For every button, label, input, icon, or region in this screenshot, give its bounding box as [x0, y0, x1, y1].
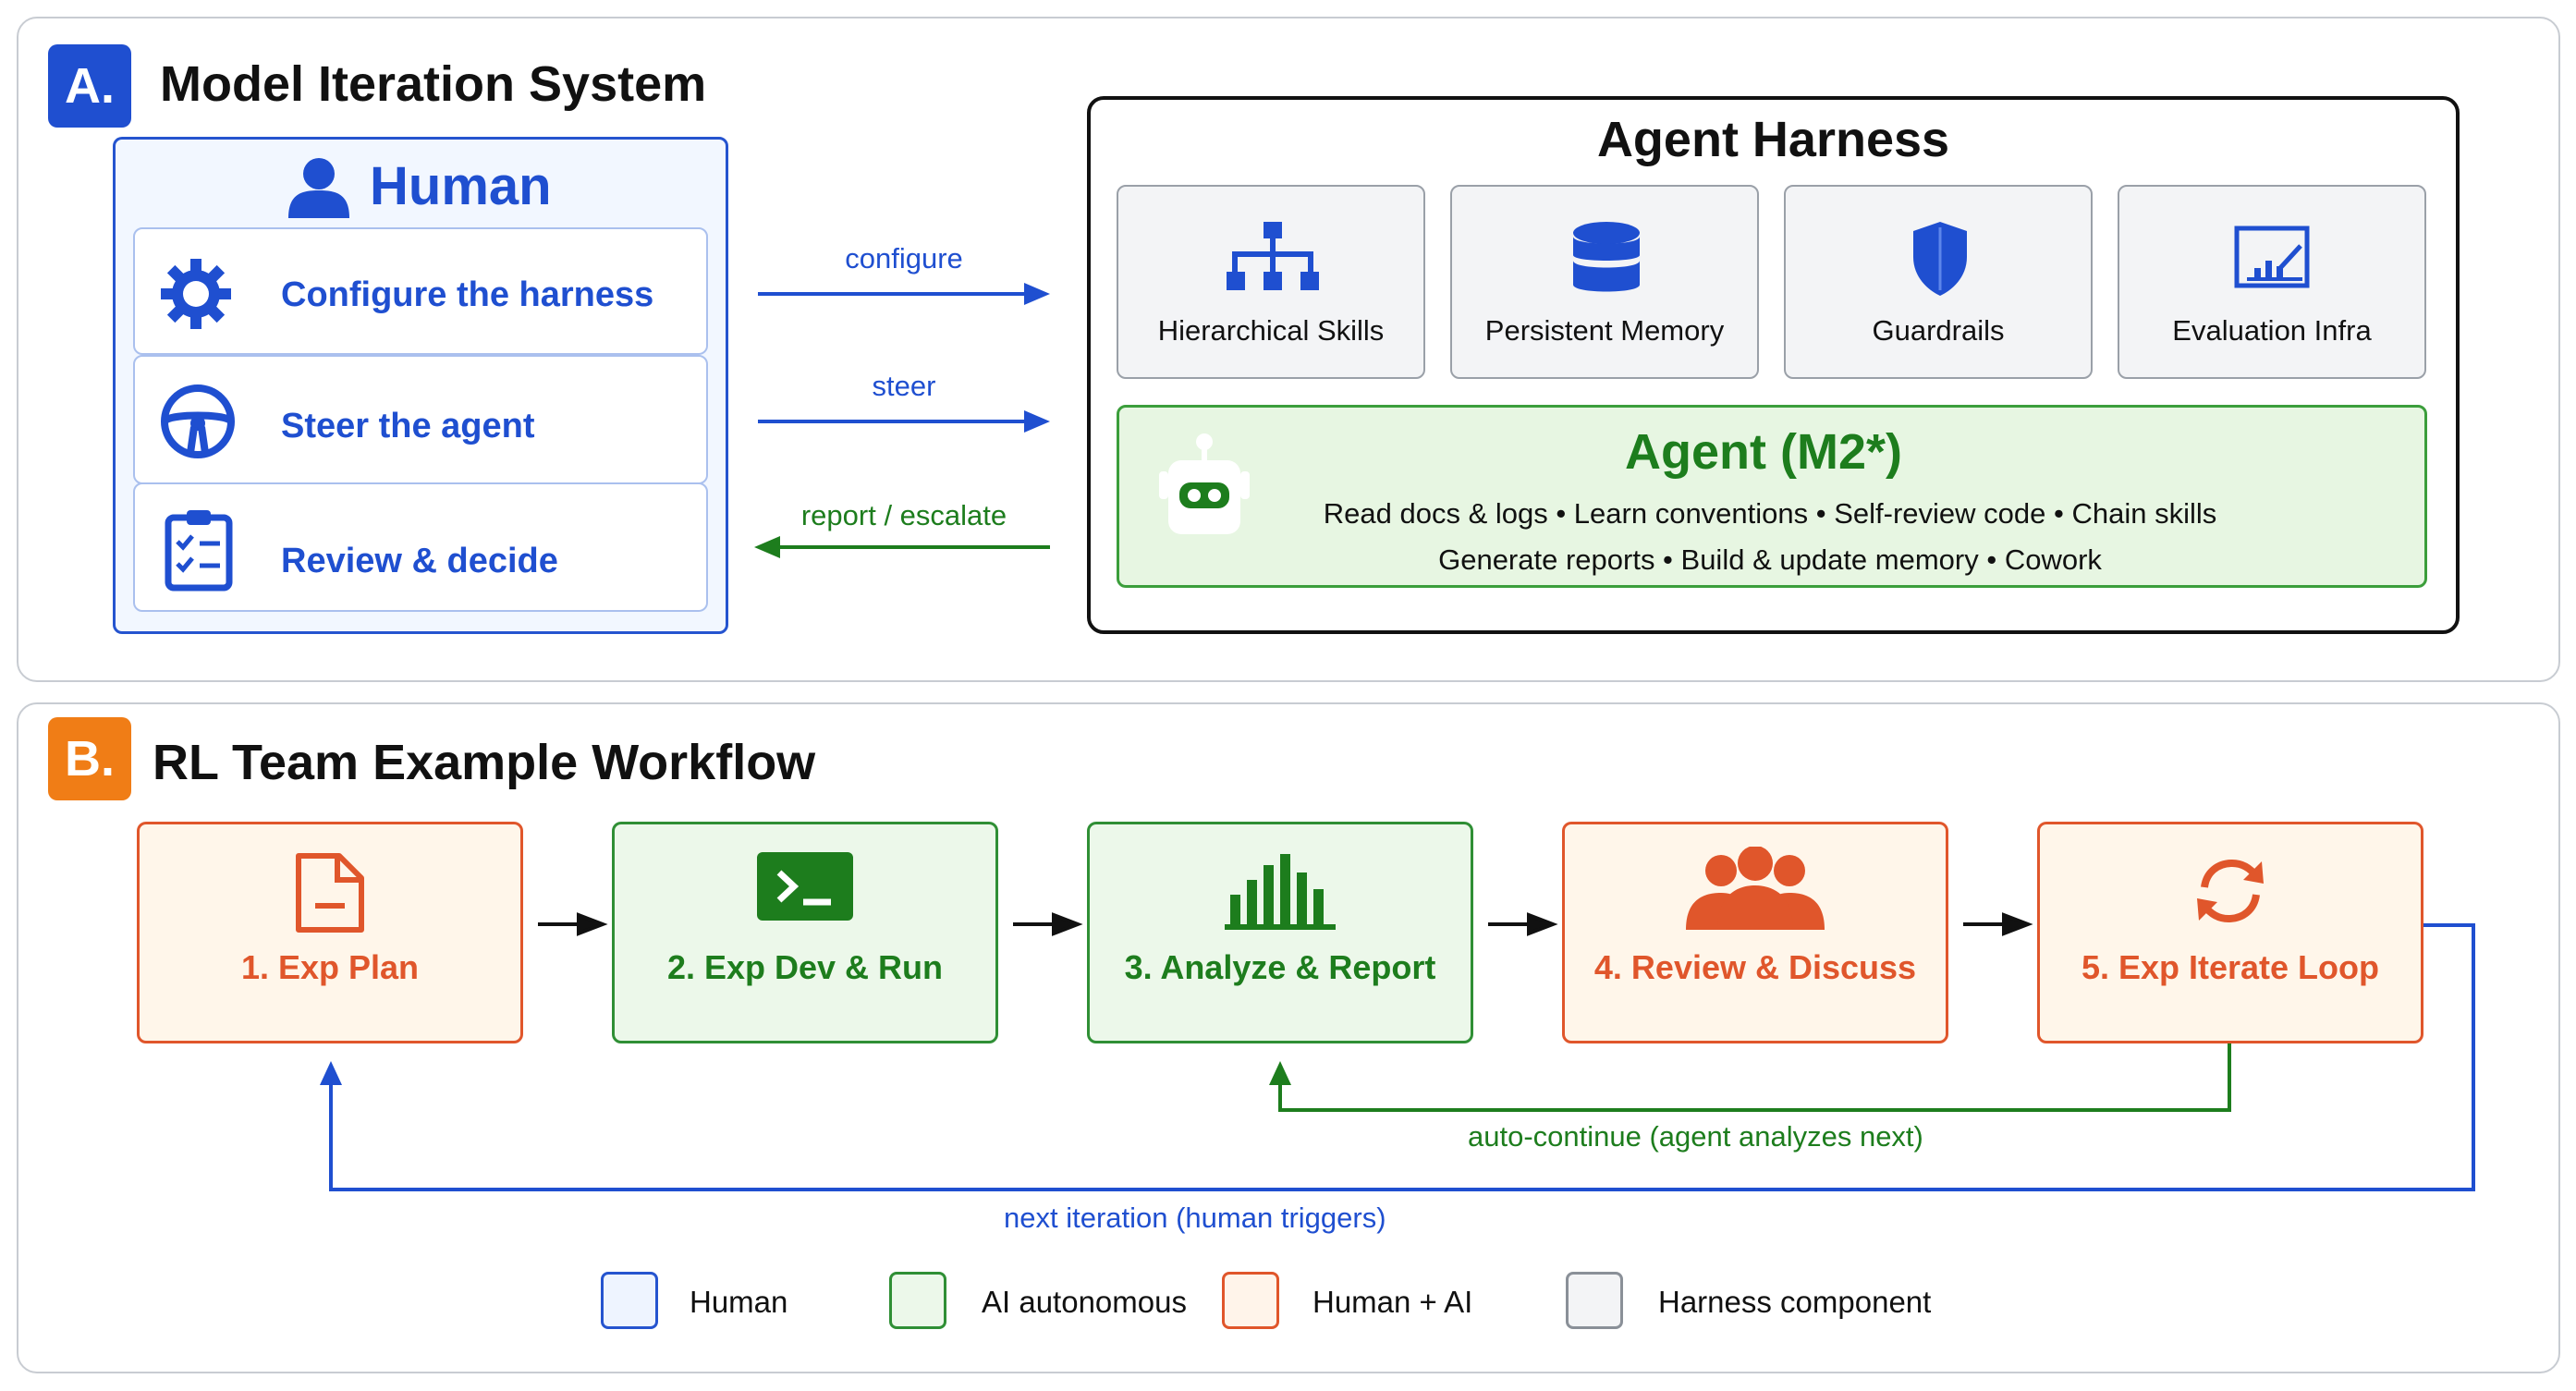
workflow-step-analyze-report: 3. Analyze & Report	[1087, 822, 1473, 1043]
role-steer-agent: Steer the agent	[133, 355, 708, 484]
legend-label-human-ai: Human + AI	[1312, 1285, 1473, 1319]
document-icon	[296, 853, 364, 933]
legend-swatch-ai-autonomous	[889, 1272, 946, 1329]
gear-icon	[161, 259, 231, 329]
component-evaluation-infra: Evaluation Infra	[2118, 185, 2426, 379]
component-label-skills: Hierarchical Skills	[1157, 314, 1385, 347]
role-label-review: Review & decide	[281, 542, 558, 580]
person-icon	[288, 158, 349, 218]
loop-label-auto-continue: auto-continue (agent analyzes next)	[1468, 1120, 1923, 1153]
loop-label-next-iteration: next iteration (human triggers)	[1004, 1202, 1386, 1234]
step-label: 4. Review & Discuss	[1593, 948, 1917, 986]
arrow-label-steer: steer	[872, 370, 936, 402]
arrow-steer	[758, 410, 1050, 433]
role-label-configure: Configure the harness	[281, 275, 654, 314]
step-label: 3. Analyze & Report	[1124, 948, 1436, 986]
role-label-steer: Steer the agent	[281, 407, 535, 445]
agent-capabilities-line-2: Generate reports • Build & update memory…	[1438, 543, 2102, 576]
arrow-report-escalate	[754, 536, 1050, 558]
agent-capabilities-line-1: Read docs & logs • Learn conventions • S…	[1323, 497, 2217, 530]
agent-box	[1117, 405, 2427, 588]
legend-swatch-human-ai	[1222, 1272, 1279, 1329]
section-a-title: Model Iteration System	[160, 56, 707, 112]
legend-label-harness-component: Harness component	[1658, 1285, 1932, 1319]
component-label-memory: Persistent Memory	[1484, 314, 1725, 347]
role-configure-harness: Configure the harness	[133, 227, 708, 355]
section-b-badge: B.	[48, 717, 131, 800]
component-hierarchical-skills: Hierarchical Skills	[1117, 185, 1425, 379]
legend-label-ai-autonomous: AI autonomous	[982, 1285, 1187, 1319]
step-label: 5. Exp Iterate Loop	[2081, 948, 2380, 986]
human-title: Human	[370, 156, 552, 216]
clipboard-checklist-icon	[165, 510, 233, 592]
shield-icon	[1913, 222, 1967, 296]
component-label-guardrails: Guardrails	[1872, 314, 2005, 347]
component-persistent-memory: Persistent Memory	[1450, 185, 1759, 379]
arrow-label-report: report / escalate	[800, 499, 1007, 531]
steering-wheel-icon	[161, 384, 235, 458]
hierarchy-icon	[1227, 222, 1319, 290]
step-label: 2. Exp Dev & Run	[666, 948, 944, 986]
refresh-icon	[2197, 859, 2264, 923]
workflow-step-exp-iterate-loop: 5. Exp Iterate Loop	[2037, 822, 2423, 1043]
bar-chart-icon	[1225, 854, 1336, 930]
step-label: 1. Exp Plan	[240, 948, 420, 986]
arrow-configure	[758, 283, 1050, 305]
workflow-step-exp-dev-run: 2. Exp Dev & Run	[612, 822, 998, 1043]
agent-title: Agent (M2*)	[1625, 424, 1902, 480]
robot-icon	[1159, 433, 1250, 534]
arrow-label-configure: configure	[845, 242, 963, 275]
section-a-badge: A.	[48, 44, 131, 128]
legend-swatch-harness-component	[1566, 1272, 1623, 1329]
role-review-decide: Review & decide	[133, 482, 708, 612]
section-b-title: RL Team Example Workflow	[153, 735, 816, 790]
step-arrows	[538, 912, 2033, 936]
component-guardrails: Guardrails	[1784, 185, 2093, 379]
people-icon	[1686, 847, 1825, 930]
terminal-icon	[757, 852, 853, 921]
harness-title: Agent Harness	[1596, 112, 1950, 167]
legend-label-human: Human	[690, 1285, 788, 1319]
legend-swatch-human	[601, 1272, 658, 1329]
workflow-step-review-discuss: 4. Review & Discuss	[1562, 822, 1948, 1043]
chart-icon	[2234, 226, 2310, 288]
workflow-step-exp-plan: 1. Exp Plan	[137, 822, 523, 1043]
component-label-evaluation: Evaluation Infra	[2172, 314, 2372, 347]
database-icon	[1573, 222, 1640, 292]
